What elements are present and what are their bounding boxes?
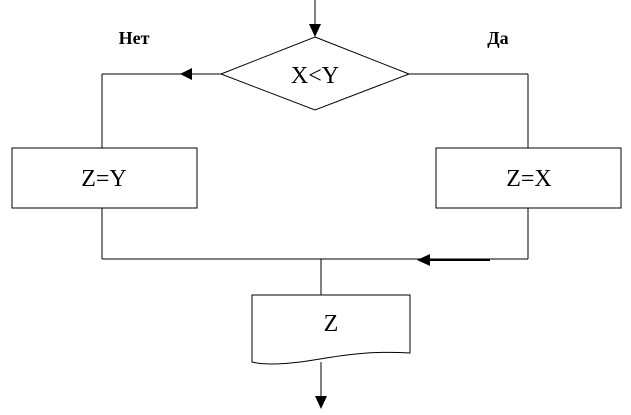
branch-no-label: Нет: [119, 28, 150, 48]
branch-yes-label: Да: [487, 28, 508, 48]
output-label: Z: [324, 311, 339, 337]
merge-arrowhead: [417, 254, 430, 266]
no-branch-arrowhead: [180, 68, 192, 80]
decision-label: X<Y: [291, 63, 339, 89]
process-yes-label: Z=X: [506, 166, 552, 192]
entry-arrowhead: [309, 24, 321, 37]
process-box-no: [11, 147, 198, 209]
decision-diamond: [219, 36, 411, 111]
exit-arrowhead: [315, 396, 327, 409]
process-box-yes: [435, 147, 622, 209]
process-no-label: Z=Y: [81, 166, 127, 192]
output-document-shape: [251, 294, 411, 365]
